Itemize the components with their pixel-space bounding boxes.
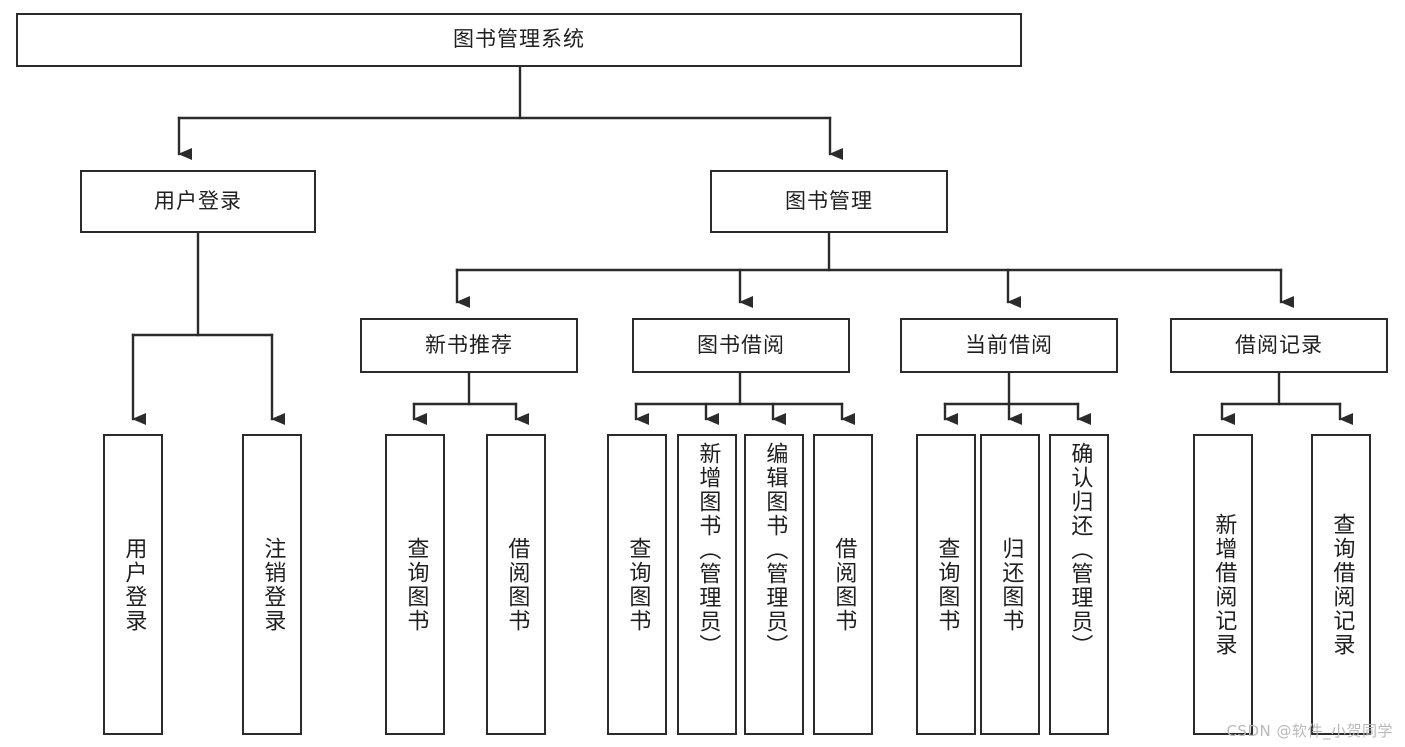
leaf-label: 查询图书 xyxy=(403,536,429,633)
leaf-label: 查询图书 xyxy=(625,536,651,633)
node-root[interactable]: 图书管理系统 xyxy=(16,13,1022,67)
leaf-borrow-query-book[interactable]: 查询图书 xyxy=(607,434,667,735)
leaf-user-login-login[interactable]: 用户登录 xyxy=(103,434,163,735)
leaf-current-return-book[interactable]: 归还图书 xyxy=(980,434,1040,735)
leaf-borrow-borrow-book[interactable]: 借阅图书 xyxy=(813,434,873,735)
node-new-book-recommend[interactable]: 新书推荐 xyxy=(360,318,578,373)
leaf-current-query-book[interactable]: 查询图书 xyxy=(916,434,976,735)
node-current-borrow[interactable]: 当前借阅 xyxy=(900,318,1118,373)
leaf-label: 注销登录 xyxy=(260,536,286,633)
node-book-borrow[interactable]: 图书借阅 xyxy=(632,318,850,373)
leaf-label: 归还图书 xyxy=(998,536,1024,633)
leaf-label: 用户登录 xyxy=(121,536,147,633)
node-book-borrow-label: 图书借阅 xyxy=(697,332,785,357)
leaf-label: 查询借阅记录 xyxy=(1329,512,1355,657)
node-current-borrow-label: 当前借阅 xyxy=(965,332,1053,357)
node-new-book-recommend-label: 新书推荐 xyxy=(425,332,513,357)
node-borrow-record[interactable]: 借阅记录 xyxy=(1170,318,1388,373)
leaf-borrow-add-book-admin[interactable]: 新增图书（管理员） xyxy=(677,434,737,735)
leaf-label: 借阅图书 xyxy=(504,536,530,633)
leaf-label: 编辑图书（管理员） xyxy=(762,442,788,658)
leaf-recommend-query-book[interactable]: 查询图书 xyxy=(385,434,445,735)
node-user-login-label: 用户登录 xyxy=(154,188,242,213)
watermark-text: CSDN @软件_小贺同学 xyxy=(1226,722,1393,740)
leaf-label: 查询图书 xyxy=(934,536,960,633)
leaf-recommend-borrow-book[interactable]: 借阅图书 xyxy=(486,434,546,735)
leaf-label: 新增借阅记录 xyxy=(1211,512,1237,657)
leaf-label: 确认归还（管理员） xyxy=(1067,442,1093,658)
leaf-borrow-edit-book-admin[interactable]: 编辑图书（管理员） xyxy=(744,434,804,735)
node-root-label: 图书管理系统 xyxy=(453,27,585,52)
node-borrow-record-label: 借阅记录 xyxy=(1235,332,1323,357)
node-book-management[interactable]: 图书管理 xyxy=(710,170,948,233)
leaf-record-query-record[interactable]: 查询借阅记录 xyxy=(1311,434,1371,735)
leaf-label: 借阅图书 xyxy=(831,536,857,633)
node-user-login[interactable]: 用户登录 xyxy=(80,170,316,233)
leaf-user-login-logout[interactable]: 注销登录 xyxy=(242,434,302,735)
leaf-label: 新增图书（管理员） xyxy=(695,442,721,658)
leaf-current-confirm-return-admin[interactable]: 确认归还（管理员） xyxy=(1049,434,1109,735)
node-book-management-label: 图书管理 xyxy=(785,188,873,213)
leaf-record-add-record[interactable]: 新增借阅记录 xyxy=(1193,434,1253,735)
